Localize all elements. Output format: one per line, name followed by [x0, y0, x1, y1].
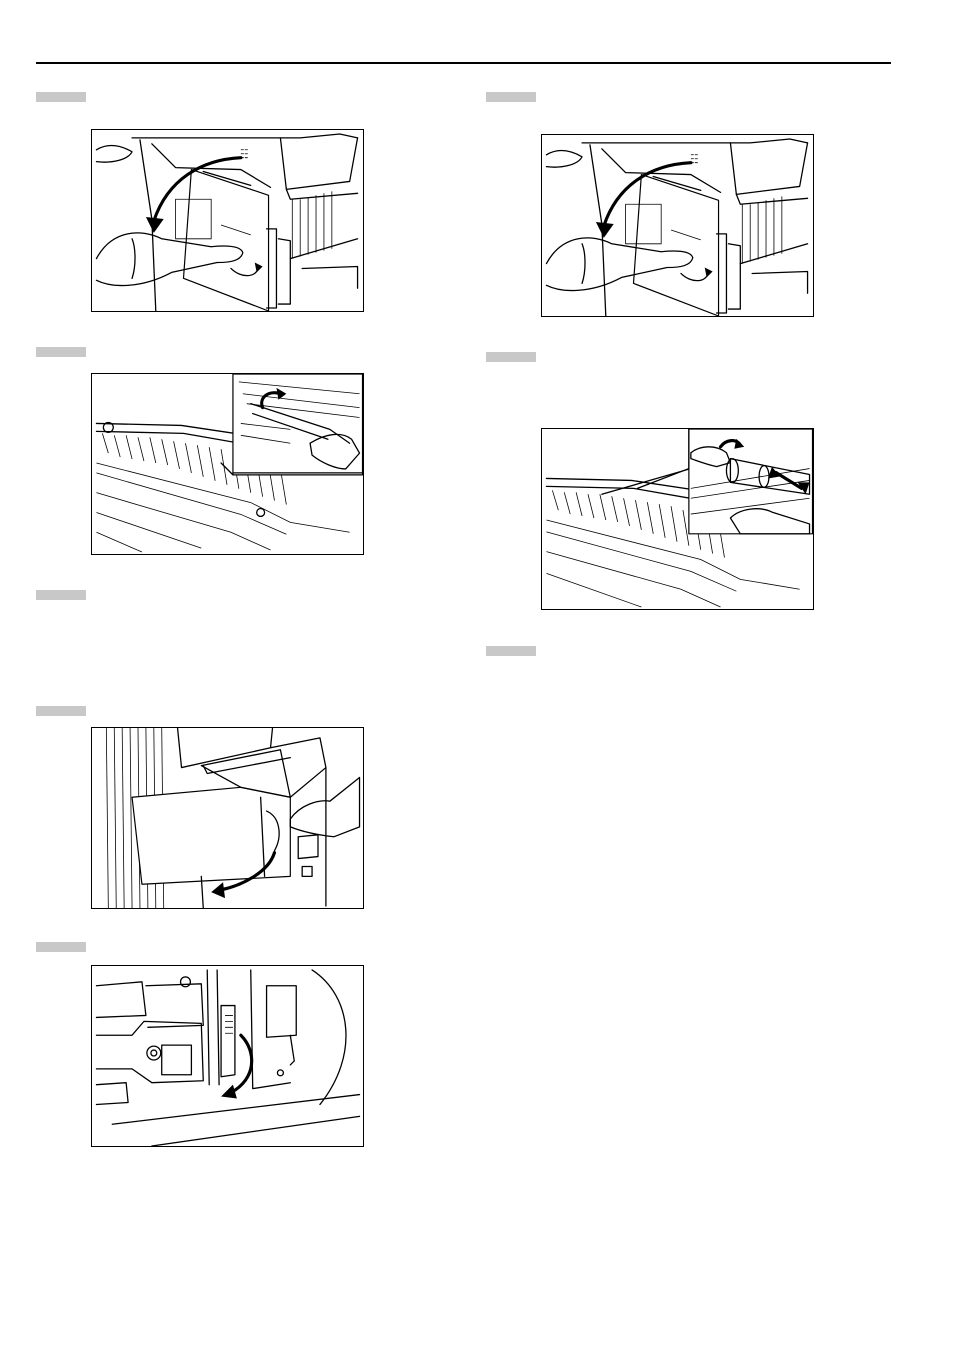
figure-open-front-cover-2	[541, 134, 814, 317]
step-marker-left-2	[36, 347, 86, 357]
figure-release-lever	[91, 965, 364, 1147]
figure-duplex-transfer-area	[91, 373, 364, 555]
figure-open-front-cover	[91, 129, 364, 312]
step-marker-left-4	[36, 706, 86, 716]
figure-open-side-unit	[91, 727, 364, 909]
step-marker-left-3	[36, 590, 86, 600]
step-marker-right-1	[486, 92, 536, 102]
step-marker-right-2	[486, 352, 536, 362]
step-marker-left-1	[36, 92, 86, 102]
header-rule	[36, 62, 891, 64]
step-marker-right-3	[486, 646, 536, 656]
figure-clean-roller	[541, 428, 814, 610]
step-marker-left-5	[36, 942, 86, 952]
